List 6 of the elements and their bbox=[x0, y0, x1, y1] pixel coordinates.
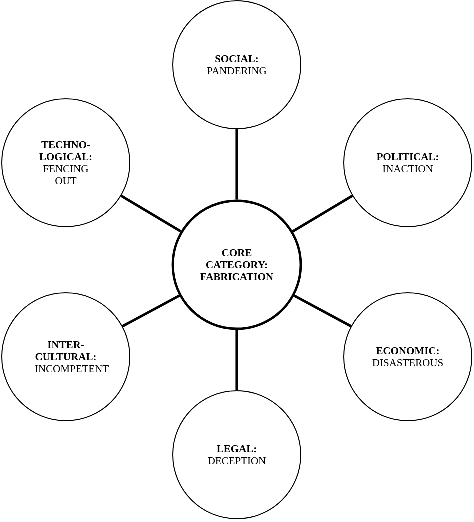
connector-line bbox=[236, 130, 238, 200]
connector-line bbox=[292, 194, 354, 233]
connector-line bbox=[236, 330, 238, 390]
connector-line bbox=[122, 294, 180, 328]
connector-line bbox=[294, 294, 352, 328]
connector-line bbox=[120, 194, 182, 233]
